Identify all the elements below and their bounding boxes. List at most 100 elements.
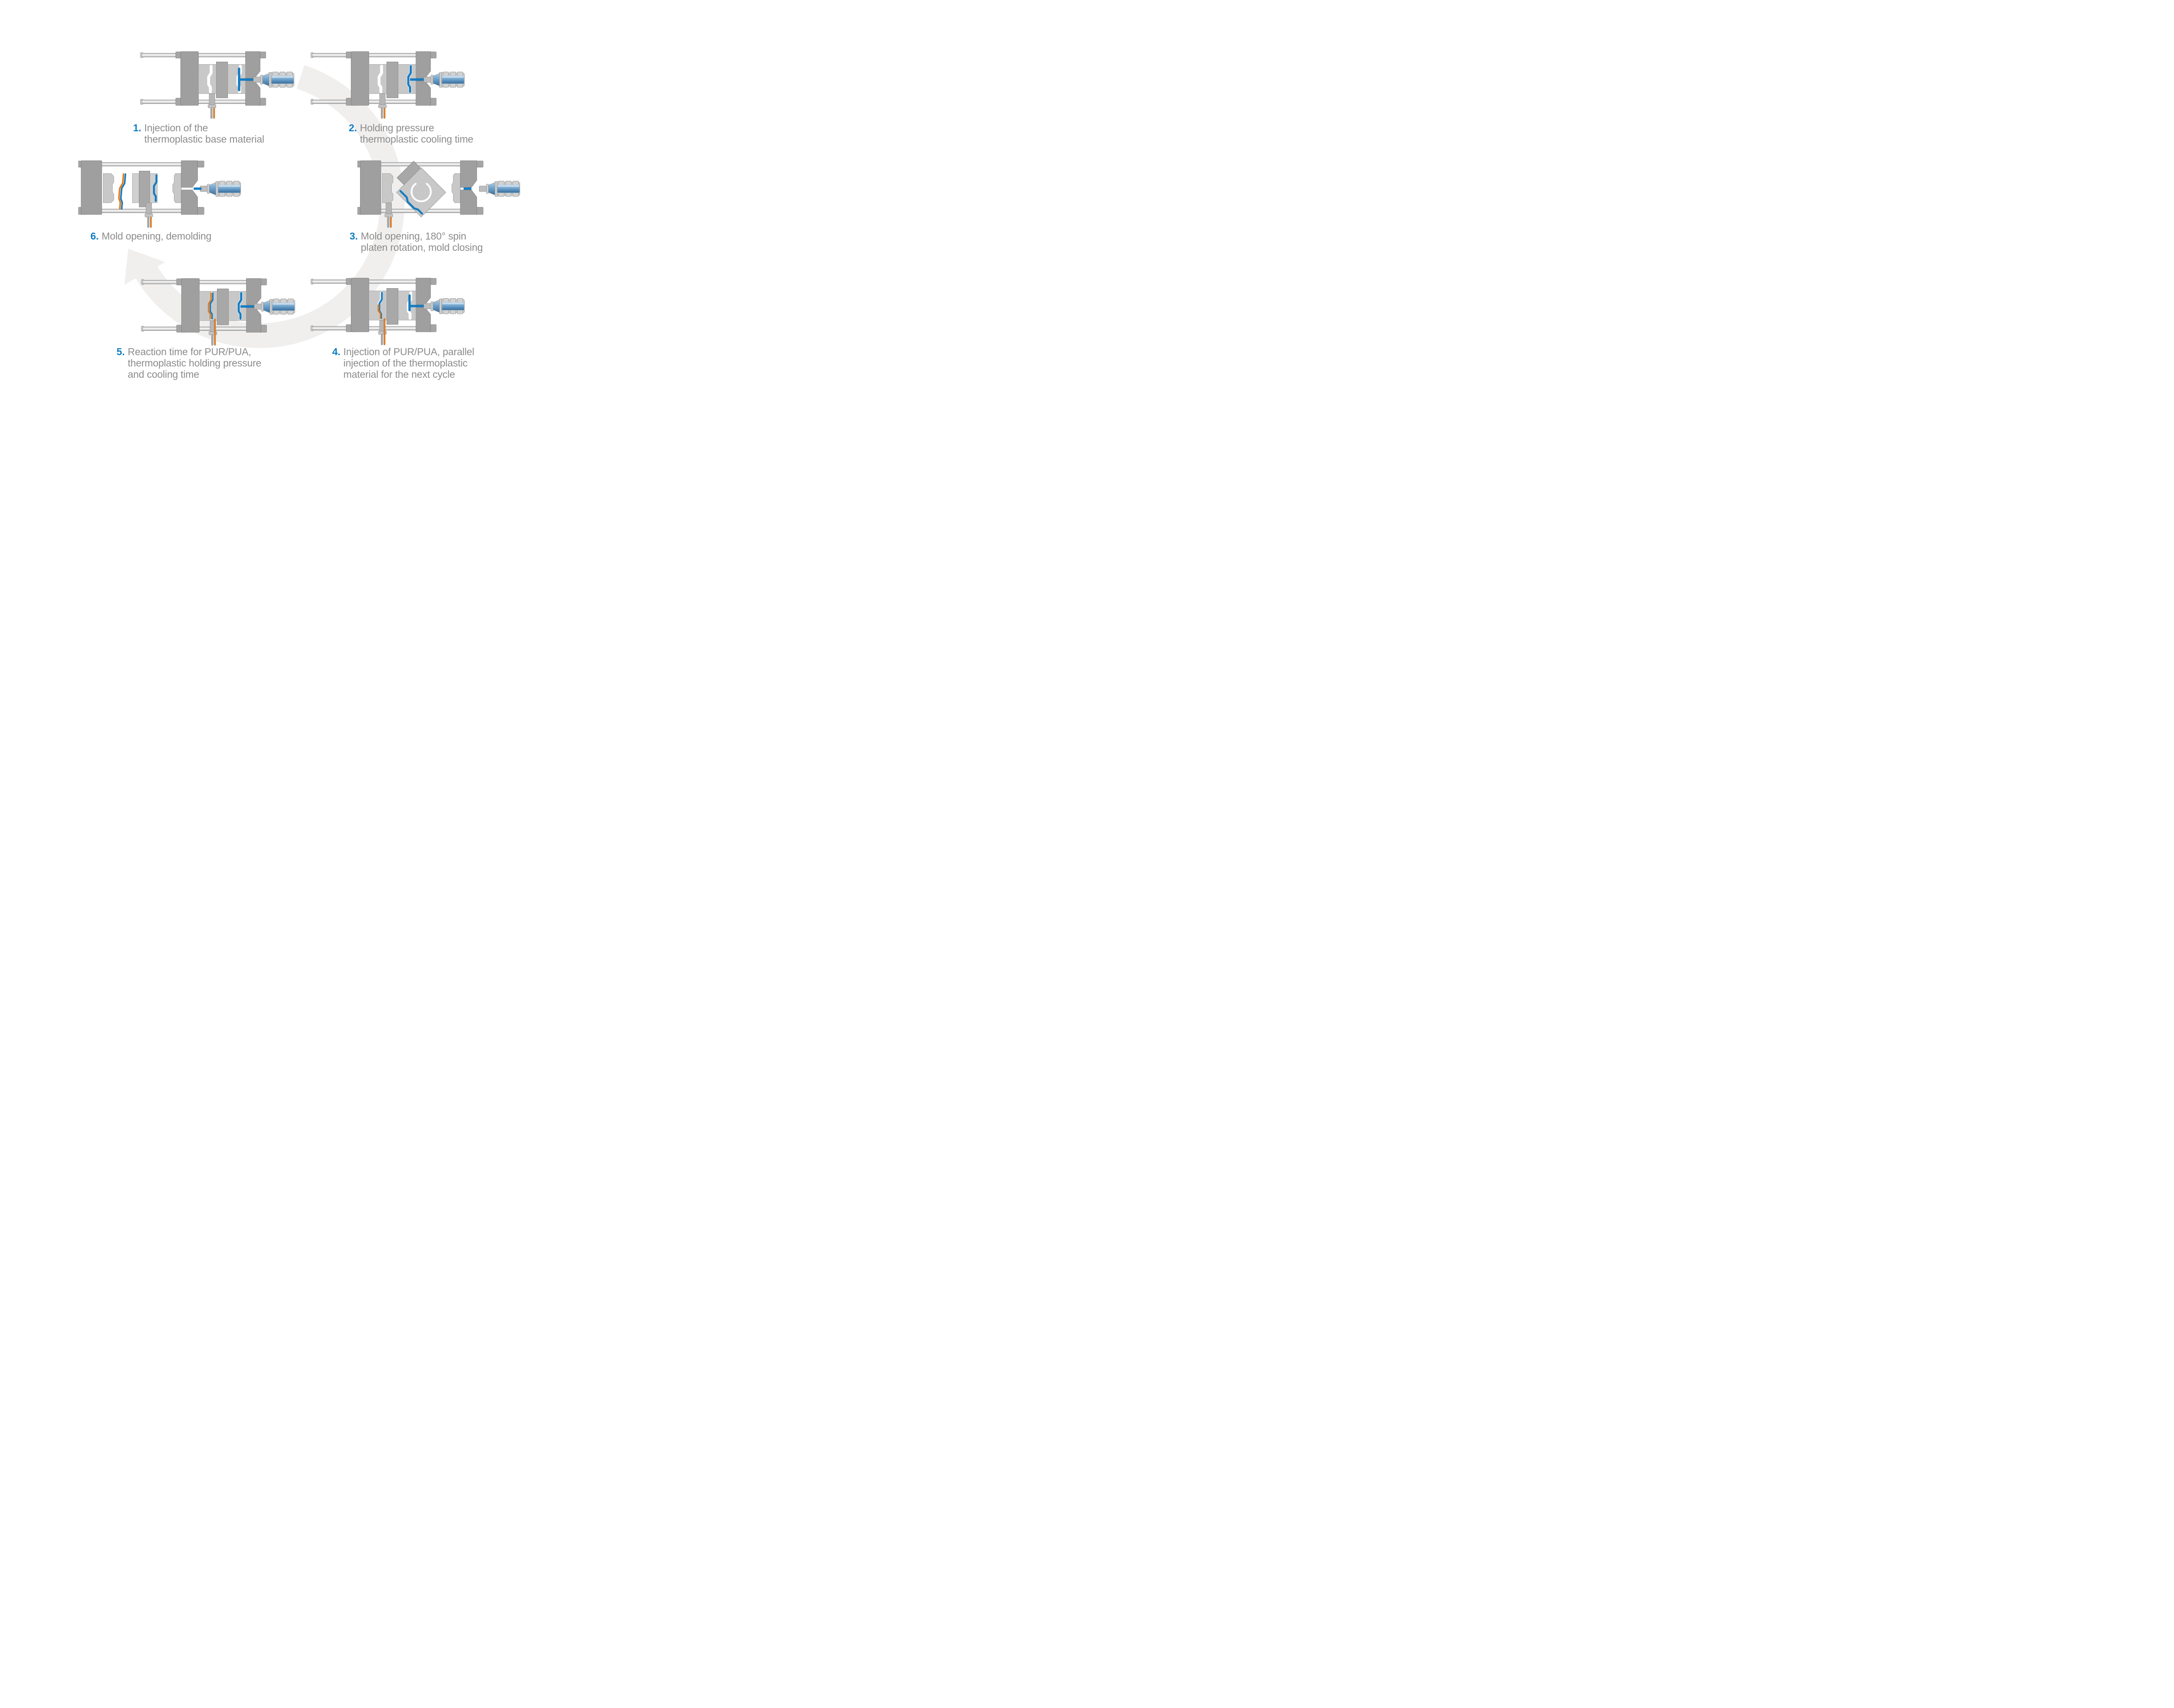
stationary-platen-lower [460, 190, 477, 215]
part-thermoplastic-blue [399, 190, 423, 215]
barrel-cone [433, 299, 440, 313]
barrel-cone [488, 182, 496, 196]
step-label-2: 2. Holding pressure thermoplastic coolin… [349, 122, 473, 145]
stationary-platen-upper [460, 160, 477, 188]
step-text: Reaction time for PUR/PUA, thermoplastic… [127, 346, 262, 380]
barrel-material-blue [497, 184, 520, 193]
pur-injector-pin [211, 334, 213, 346]
barrel-material-blue [272, 302, 295, 311]
pur-injector-pin [210, 107, 213, 119]
barrel-highlight [272, 76, 293, 78]
stationary-platen-lower [245, 80, 260, 106]
sprue-blue [240, 305, 262, 308]
mold-half-left [382, 173, 393, 203]
step-text: Mold opening, demolding [101, 230, 212, 242]
pur-injector-pin [381, 334, 383, 346]
barrel-material-blue [442, 75, 464, 84]
pur-injector-pin [387, 216, 390, 228]
part-thermoplastic-blue [407, 65, 412, 93]
step-number: 4. [332, 346, 340, 357]
cavity-left [208, 291, 213, 320]
process-cycle-diagram: 1. Injection of the thermoplastic base m… [0, 0, 598, 427]
mold-plate-left [132, 173, 140, 203]
machine-step-5 [141, 274, 303, 349]
nozzle-collar [430, 301, 433, 311]
rotating-mold-plates [396, 167, 447, 217]
mold-half-right [451, 173, 461, 203]
demolded-part-orange [118, 173, 124, 210]
demolded-part [118, 173, 127, 210]
pur-injector-pin [381, 107, 383, 119]
cavity-left [207, 64, 213, 93]
moving-platen [351, 51, 369, 106]
nozzle-tip [423, 303, 432, 309]
part-thermoplastic-blue [209, 292, 214, 320]
pur-injector-collar [144, 213, 153, 217]
step-label-1: 1. Injection of the thermoplastic base m… [133, 122, 264, 145]
pur-material-line [390, 216, 392, 228]
cavity-right [407, 291, 413, 320]
moving-platen [360, 160, 381, 215]
nozzle-tip [253, 77, 262, 83]
step-label-4: 4. Injection of PUR/PUA, parallel inject… [332, 346, 474, 380]
rotation-arrow-icon [410, 183, 432, 203]
step-text: Mold opening, 180° spin platen rotation,… [360, 230, 483, 253]
stationary-platen-lower [416, 307, 431, 332]
part-thermoplastic-blue [153, 174, 158, 202]
rotating-center-platen [387, 288, 399, 325]
sprue-blue [240, 78, 261, 81]
nozzle-collar [261, 302, 264, 312]
barrel-cone [209, 182, 217, 196]
pur-injector-collar [378, 104, 387, 108]
pur-material-line [383, 107, 386, 119]
rotating-center-platen [216, 62, 228, 98]
stationary-platen-upper [246, 278, 261, 306]
machine-step-3 [357, 156, 523, 231]
machine-step-4 [310, 273, 473, 349]
step-number: 5. [117, 346, 125, 357]
barrel-material-blue [442, 302, 464, 310]
step-number: 2. [349, 122, 357, 133]
nozzle-collar [260, 75, 263, 85]
part-thermoplastic-blue [378, 292, 383, 320]
barrel-material-blue [218, 184, 240, 193]
mold-half-left [103, 173, 114, 203]
rotating-platen-assembly [396, 161, 447, 217]
part-pur-orange-partial [377, 304, 381, 319]
step-label-6: 6. Mold opening, demolding [90, 230, 211, 242]
cycle-arrow-head-icon [124, 249, 165, 285]
mold-half-right [172, 173, 182, 203]
step-number: 6. [90, 230, 99, 242]
stationary-platen-upper [245, 51, 260, 79]
pur-material-line [150, 216, 152, 228]
step-text: Holding pressure thermoplastic cooling t… [360, 122, 473, 145]
sprue-blue [410, 305, 432, 307]
sprue-stub-blue [193, 187, 202, 190]
pur-injector-collar [208, 104, 216, 108]
part-pur-orange [207, 292, 212, 320]
nozzle-collar [207, 184, 210, 194]
nozzle-tip [479, 186, 487, 192]
step-label-5: 5. Reaction time for PUR/PUA, thermoplas… [117, 346, 261, 380]
machine-diagram [141, 278, 295, 346]
step-number: 1. [133, 122, 141, 133]
pur-injector-pin [147, 216, 150, 228]
stationary-platen-lower [246, 307, 261, 333]
barrel-highlight [497, 185, 519, 187]
machine-step-2 [310, 47, 473, 122]
stationary-platen-lower [416, 80, 431, 106]
part-thermoplastic-blue [237, 292, 243, 320]
barrel-highlight [442, 76, 464, 78]
nozzle-collar [430, 75, 433, 85]
step-label-3: 3. Mold opening, 180° spin platen rotati… [350, 230, 483, 253]
stationary-platen-upper [181, 160, 198, 188]
moving-platen [181, 278, 200, 333]
pur-injector-collar [384, 213, 393, 217]
barrel-material-blue [271, 75, 294, 84]
demolded-part-blue [120, 173, 127, 210]
cavity-left [377, 64, 383, 93]
machine-diagram [310, 278, 465, 346]
stationary-platen-lower [181, 190, 198, 215]
pur-material-line [213, 107, 215, 119]
moving-platen [81, 160, 102, 215]
